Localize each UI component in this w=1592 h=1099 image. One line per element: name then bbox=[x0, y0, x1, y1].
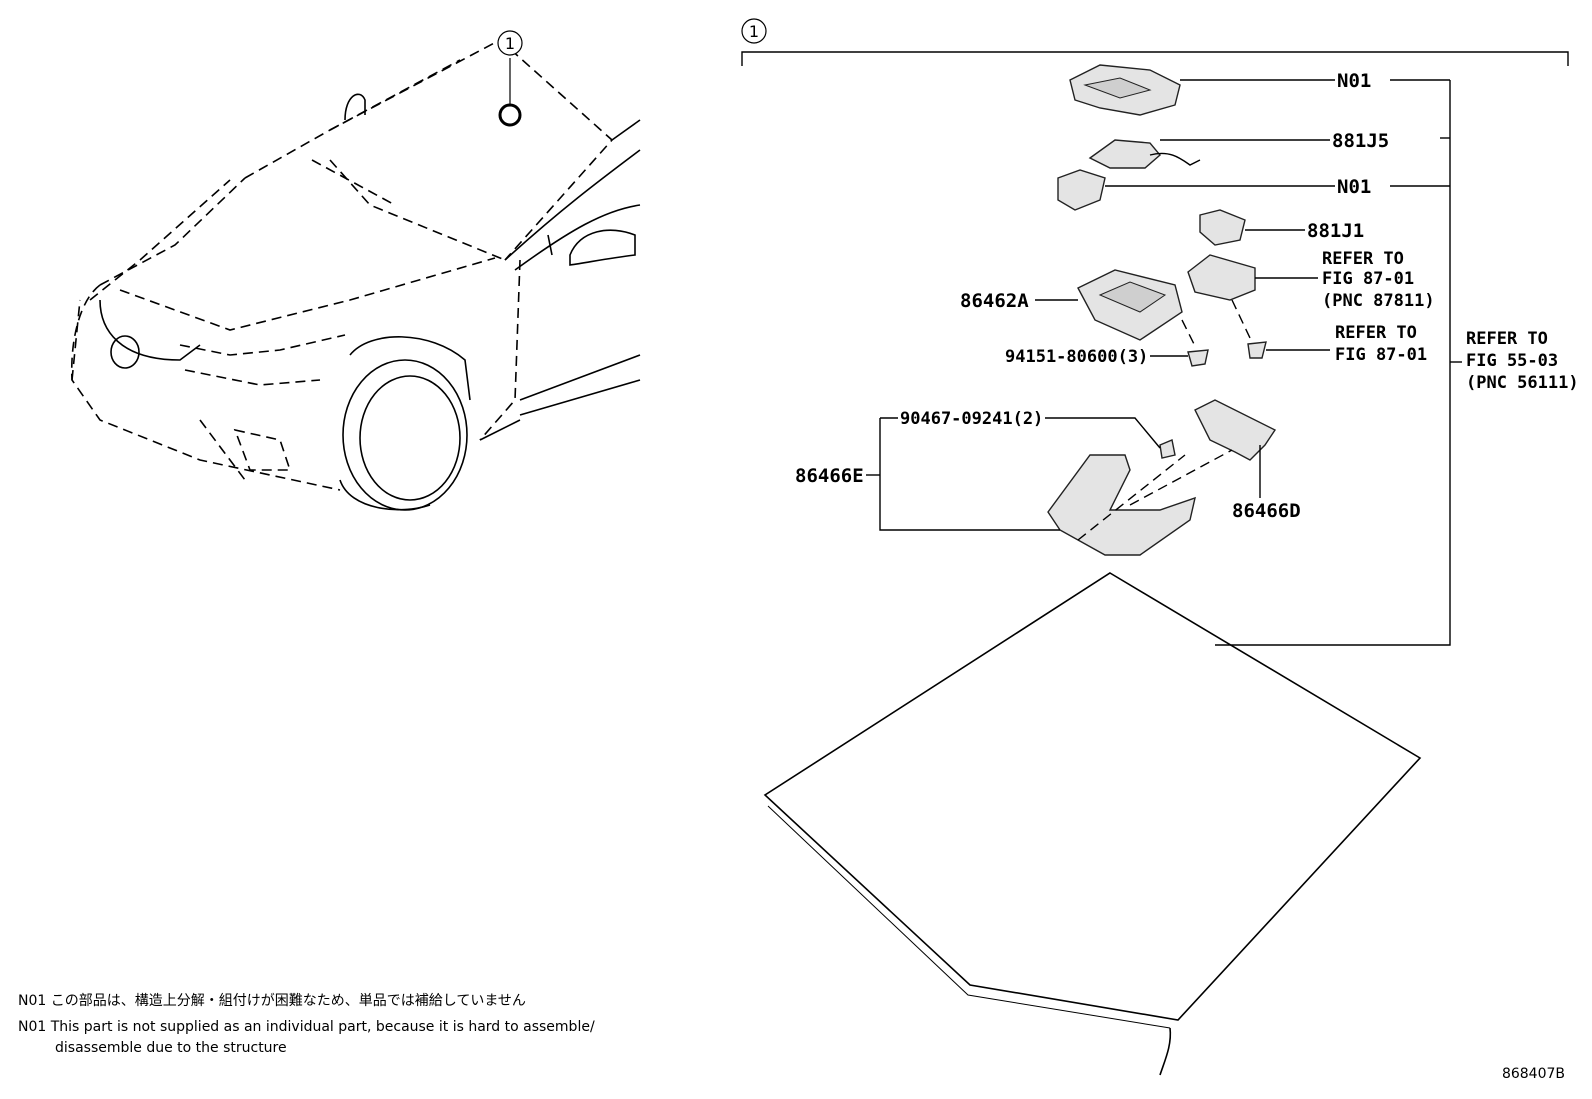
part-windshield-glass bbox=[763, 572, 1422, 1076]
label-refer-87-01-a-line1: REFER TO bbox=[1322, 249, 1404, 269]
label-refer-87-01-b-line2: FIG 87-01 bbox=[1335, 345, 1427, 365]
assembly-bracket: 1 bbox=[741, 18, 1569, 66]
part-881j5-camera bbox=[1088, 139, 1201, 169]
label-refer-87-01-b-line1: REFER TO bbox=[1335, 323, 1417, 343]
footnotes: N01 この部品は、構造上分解・組付けが困難なため、単品では補給していません N… bbox=[18, 993, 1565, 1082]
note-n01-english-line1: N01 This part is not supplied as an indi… bbox=[18, 1019, 595, 1035]
part-sensor-housing bbox=[1187, 254, 1256, 339]
label-86462a: 86462A bbox=[960, 290, 1029, 312]
label-refer-55-03-line1: REFER TO bbox=[1466, 329, 1548, 349]
callout-number-assembly: 1 bbox=[749, 22, 759, 41]
label-n01-top: N01 bbox=[1337, 70, 1371, 92]
part-n01-bracket bbox=[1057, 169, 1106, 211]
note-n01-japanese: N01 この部品は、構造上分解・組付けが困難なため、単品では補給していません bbox=[18, 993, 526, 1009]
label-94151: 94151-80600(3) bbox=[1005, 347, 1148, 367]
part-clip-90467 bbox=[1159, 439, 1176, 459]
note-n01-english-line2: disassemble due to the structure bbox=[55, 1040, 287, 1056]
car-overview-drawing bbox=[70, 39, 641, 511]
label-86466d: 86466D bbox=[1232, 500, 1301, 522]
callout-number-overview: 1 bbox=[505, 34, 515, 53]
label-refer-87-01-a-line2: FIG 87-01 bbox=[1322, 269, 1414, 289]
part-clip-87-01 bbox=[1247, 341, 1267, 359]
callout-marker-overview: 1 bbox=[497, 30, 523, 56]
leader-lines bbox=[866, 79, 1462, 646]
part-clip-94151 bbox=[1187, 349, 1209, 367]
part-881j1-connector bbox=[1199, 209, 1246, 246]
label-refer-87-01-a-line3: (PNC 87811) bbox=[1322, 291, 1435, 311]
part-86462a-module bbox=[1077, 269, 1196, 347]
label-refer-55-03-line2: FIG 55-03 bbox=[1466, 351, 1558, 371]
part-labels: N01 881J5 N01 881J1 REFER TO FIG 87-01 (… bbox=[795, 70, 1579, 522]
label-86466e: 86466E bbox=[795, 465, 864, 487]
label-refer-55-03-line3: (PNC 56111) bbox=[1466, 373, 1579, 393]
label-n01-mid: N01 bbox=[1337, 176, 1371, 198]
label-881j5: 881J5 bbox=[1332, 130, 1389, 152]
label-881j1: 881J1 bbox=[1307, 220, 1364, 242]
figure-number: 868407B bbox=[1502, 1066, 1565, 1082]
label-90467: 90467-09241(2) bbox=[900, 409, 1043, 429]
part-86466d-cover bbox=[1194, 399, 1277, 461]
part-n01-top-cover bbox=[1069, 64, 1181, 116]
part-86466e-cover bbox=[1047, 449, 1233, 556]
